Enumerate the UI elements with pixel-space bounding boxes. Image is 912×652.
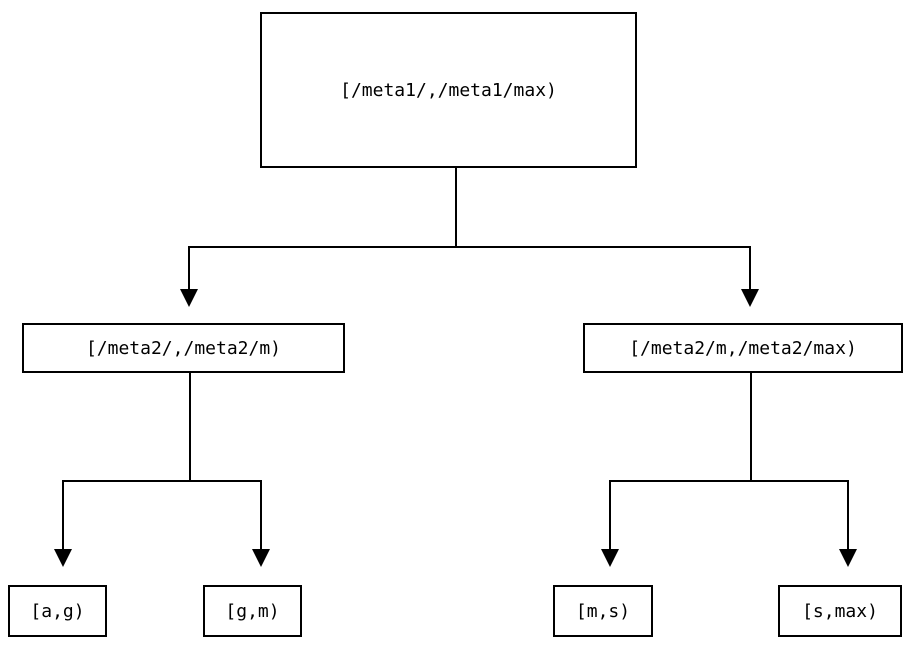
arrowhead-to-right-left — [601, 549, 619, 567]
tree-node-right-left: [m,s) — [553, 585, 653, 637]
edge-lines — [62, 168, 849, 550]
arrowhead-to-left-left — [54, 549, 72, 567]
tree-node-right: [/meta2/m,/meta2/max) — [583, 323, 903, 373]
tree-node-left-right: [g,m) — [203, 585, 302, 637]
tree-node-left-label: [/meta2/,/meta2/m) — [85, 337, 282, 359]
tree-node-left-right-label: [g,m) — [225, 600, 280, 622]
tree-node-right-left-label: [m,s) — [575, 600, 631, 622]
arrowhead-to-right-right — [839, 549, 857, 567]
tree-node-left-left: [a,g) — [8, 585, 107, 637]
arrowhead-to-right — [741, 289, 759, 307]
tree-node-root-label: [/meta1/,/meta1/max) — [340, 79, 557, 101]
arrowhead-to-left-right — [252, 549, 270, 567]
tree-node-left: [/meta2/,/meta2/m) — [22, 323, 345, 373]
tree-node-right-right-label: [s,max) — [802, 600, 878, 622]
edge-arrowheads — [54, 289, 857, 567]
tree-node-left-left-label: [a,g) — [30, 600, 85, 622]
tree-node-root: [/meta1/,/meta1/max) — [260, 12, 637, 168]
tree-node-right-label: [/meta2/m,/meta2/max) — [629, 337, 857, 359]
tree-node-right-right: [s,max) — [778, 585, 902, 637]
arrowhead-to-left — [180, 289, 198, 307]
